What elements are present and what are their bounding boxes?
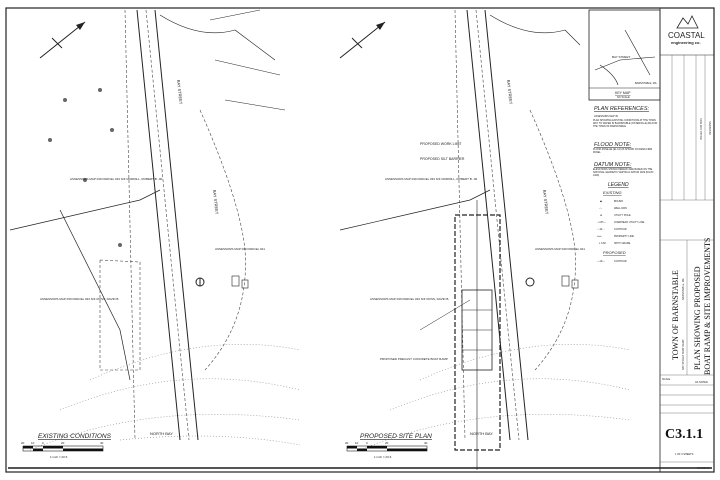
utility-pole-icon bbox=[195, 277, 205, 287]
scale-bar: 20 10 0 20 40 1 inch = 20 ft. bbox=[21, 441, 104, 459]
road-edge-east bbox=[154, 9, 199, 441]
svg-text:⊕: ⊕ bbox=[600, 214, 603, 217]
scale-tick: 20 bbox=[345, 441, 349, 445]
parcel-label: ASSESSORS MAP 039 PARCEL 034 N/F ROSS, D… bbox=[40, 297, 119, 301]
scale-text: 1 inch = 20 ft. bbox=[50, 455, 68, 459]
project-subtitle: BAY STREET BOAT RAMP bbox=[682, 339, 685, 370]
key-map-street: BAY STREET bbox=[612, 55, 631, 59]
water-label: NORTH BAY bbox=[470, 431, 493, 436]
scale-label: SCALE bbox=[662, 378, 671, 381]
scale-tick: 10 bbox=[31, 441, 35, 445]
legend-item: PROPERTY LINE bbox=[614, 235, 634, 238]
svg-text:engineering co.: engineering co. bbox=[671, 40, 701, 45]
scale-tick: 20 bbox=[385, 441, 389, 445]
utility-pole-icon bbox=[525, 277, 535, 287]
notes-block: PLAN REFERENCES: ASSESSORS MAP 39 PLAN S… bbox=[593, 106, 658, 263]
issued-label: ISSUED FOR BIDS bbox=[700, 118, 703, 140]
scale-tick: 40 bbox=[424, 441, 428, 445]
plan-references-text: PLAN SHOWING EXISTING CONDITIONS AT THE … bbox=[593, 119, 658, 128]
plan-references-title: PLAN REFERENCES: bbox=[594, 106, 649, 112]
street-label: BAY STREET bbox=[176, 80, 184, 105]
scale-tick: 0 bbox=[366, 441, 368, 445]
key-map: BAY STREET BARNSTABLE, MA KEY MAP NO SCA… bbox=[588, 9, 661, 101]
parcel-label: ASSESSORS MAP 039 PARCEL 041 bbox=[215, 247, 265, 251]
key-map-title: KEY MAP bbox=[615, 91, 631, 95]
svg-text:COASTAL: COASTAL bbox=[668, 31, 705, 40]
plan-references-text: ASSESSORS MAP 39 bbox=[594, 115, 619, 118]
work-limit-label: PROPOSED WORK LIMIT bbox=[420, 142, 462, 146]
scale-tick: 20 bbox=[21, 441, 25, 445]
scale-tick: 40 bbox=[100, 441, 104, 445]
svg-text:━━━: ━━━ bbox=[596, 235, 602, 238]
legend-title: LEGEND bbox=[608, 182, 629, 188]
company-logo: COASTAL engineering co. bbox=[668, 15, 705, 45]
drawing-title-line-2: BOAT RAMP & SITE IMPROVEMENTS bbox=[703, 238, 712, 375]
drawing-title-line-1: PLAN SHOWING PROPOSED bbox=[693, 266, 702, 370]
legend-existing-title: EXISTING bbox=[603, 190, 622, 195]
work-limit-outline bbox=[454, 214, 501, 451]
existing-conditions-plan: BAY STREET BAY STREET ASSESSORS MAP 039 … bbox=[9, 9, 301, 459]
legend-item: BOUND bbox=[614, 200, 623, 203]
job-number: C17905.00 bbox=[697, 467, 710, 470]
scale-text: 1 inch = 20 ft. bbox=[374, 455, 392, 459]
proposed-site-plan: BAY STREET BAY STREET PROPOSED WORK LIMI… bbox=[339, 9, 631, 470]
plan-title: EXISTING CONDITIONS bbox=[38, 433, 112, 440]
flood-note-text: FLOOD ZONE AE (EL 13) AS SHOWN ON FEMA F… bbox=[593, 148, 653, 154]
street-label-2: BAY STREET bbox=[542, 190, 550, 215]
silt-barrier-label: PROPOSED SILT BARRIER bbox=[420, 157, 465, 161]
client-name: TOWN OF BARNSTABLE bbox=[671, 270, 680, 360]
datum-note-title: DATUM NOTE: bbox=[594, 162, 632, 168]
legend-existing-items: ◆ BOUND -○- WELL DRN ⊕ UTILITY POLE —OH— OVE… bbox=[596, 200, 645, 245]
flood-note-title: FLOOD NOTE: bbox=[594, 142, 632, 148]
road-edge-west bbox=[136, 9, 181, 441]
parcel-label: ASSESSORS MAP 039 PARCEL 033 N/F MORRILL… bbox=[70, 177, 163, 181]
road-centerline bbox=[145, 9, 190, 441]
svg-text:◆: ◆ bbox=[600, 200, 603, 203]
scale-tick: 0 bbox=[42, 441, 44, 445]
water-label: NORTH BAY bbox=[150, 431, 173, 436]
legend-item: WELL DRN bbox=[614, 207, 627, 210]
svg-text:-○-: -○- bbox=[599, 207, 602, 210]
parcel-label: ASSESSORS MAP 039 PARCEL 041 bbox=[535, 247, 585, 251]
key-map-town: BARNSTABLE, MA bbox=[635, 82, 657, 85]
svg-text:—10—: —10— bbox=[597, 260, 605, 263]
scale-tick: 10 bbox=[355, 441, 359, 445]
scale-tick: 20 bbox=[61, 441, 65, 445]
street-label-2: BAY STREET bbox=[212, 190, 220, 215]
parcel-label: ASSESSORS MAP 039 PARCEL 034 N/F ROSS, D… bbox=[370, 297, 449, 301]
north-arrow-icon bbox=[339, 21, 386, 59]
parcel-label: ASSESSORS MAP 039 PARCEL 033 N/F MORRILL… bbox=[385, 177, 478, 181]
key-map-scale: NO SCALE bbox=[617, 96, 630, 99]
project-location: BARNSTABLE, MA bbox=[682, 278, 685, 300]
scale-value: AS NOTED bbox=[695, 381, 708, 384]
legend-proposed-title: PROPOSED bbox=[603, 250, 626, 255]
legend-item: OVERHEAD UTILITY LINE bbox=[614, 221, 645, 224]
drawing-number: C3.1.1 bbox=[665, 427, 703, 442]
sheet-of: 1 OF 3 SHEETS bbox=[675, 453, 694, 456]
legend-item: UTILITY POLE bbox=[614, 214, 631, 217]
legend-item: CONTOUR bbox=[614, 228, 627, 231]
scale-bar: 20 10 0 20 40 1 inch = 20 ft. bbox=[345, 441, 428, 459]
svg-text:x 3.60: x 3.60 bbox=[599, 242, 606, 245]
svg-text:—OH—: —OH— bbox=[597, 221, 606, 224]
legend-item: CONTOUR bbox=[614, 260, 627, 263]
plan-title: PROPOSED SITE PLAN bbox=[360, 433, 432, 440]
legend-item: SPOT GRADE bbox=[614, 242, 631, 245]
title-block: COASTAL engineering co. ISSUED FOR BIDS … bbox=[659, 8, 714, 472]
sheet-border bbox=[5, 7, 715, 473]
revisions-label: REVISIONS bbox=[709, 121, 712, 135]
svg-text:- -10- -: - -10- - bbox=[597, 228, 605, 231]
north-arrow-icon bbox=[39, 21, 86, 59]
datum-note-text: ELEVATIONS SHOWN HEREON ARE BASED ON THE… bbox=[593, 168, 654, 177]
ramp-label: PROPOSED PRECAST CONCRETE BOAT RAMP bbox=[380, 357, 448, 361]
street-label: BAY STREET bbox=[506, 80, 514, 105]
